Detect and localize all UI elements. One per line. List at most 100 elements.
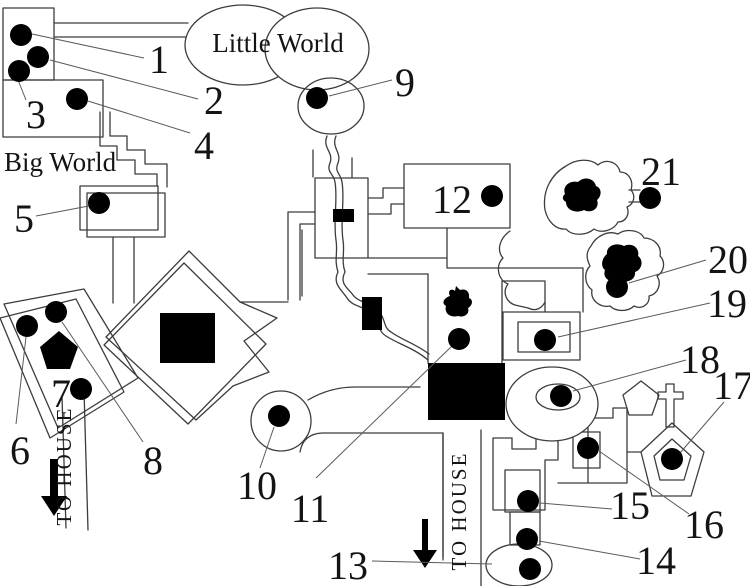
poi-dot-17	[661, 448, 683, 470]
leader-line-15	[539, 502, 613, 510]
diamond-room	[105, 250, 278, 421]
poi-label-6: 6	[10, 428, 30, 473]
poi-label-13: 13	[328, 543, 368, 586]
pond-9	[297, 77, 365, 135]
leader-line-3	[17, 79, 27, 101]
poi-dot-7	[70, 378, 92, 400]
poi-dot-9	[306, 87, 328, 109]
pentagon-feature	[40, 331, 78, 369]
poi-label-16: 16	[684, 502, 724, 547]
poi-dot-5	[88, 192, 110, 214]
poi-dot-8	[45, 301, 67, 323]
big-platform	[428, 363, 505, 420]
room-big-world	[2, 79, 104, 138]
leader-line-1	[31, 33, 145, 59]
oval-room-18-inner	[535, 383, 581, 411]
poi-dot-21	[639, 187, 661, 209]
leader-line-14	[538, 540, 641, 560]
poi-label-18: 18	[680, 337, 720, 382]
poi-label-11: 11	[291, 486, 330, 531]
exit-right-label: TO HOUSE	[447, 452, 471, 571]
dam-block	[362, 297, 382, 330]
river-bank-2	[334, 135, 430, 355]
corridor-to-house-left	[61, 389, 89, 531]
map-solid-features	[40, 178, 642, 568]
poi-dot-20	[606, 276, 628, 298]
island-21	[543, 159, 635, 235]
river-bank-1	[325, 135, 429, 361]
small-pentagon	[622, 380, 660, 416]
region-label-little-world: Little World	[212, 28, 344, 58]
lobe-corridor	[307, 386, 421, 401]
room-14	[509, 511, 541, 546]
poi-label-20: 20	[708, 237, 748, 282]
grave-cross	[657, 383, 684, 428]
corridor-below-5	[112, 236, 135, 304]
poi-label-5: 5	[14, 196, 34, 241]
poi-label-1: 1	[149, 37, 169, 82]
poi-dot-12	[481, 185, 503, 207]
room-12	[403, 163, 511, 229]
connector-lake	[497, 230, 546, 311]
poi-label-9: 9	[395, 60, 415, 105]
pentagon-17-inner	[653, 438, 692, 481]
poi-label-3: 3	[26, 92, 46, 137]
pentagon-17-outer	[640, 422, 705, 497]
poi-label-19: 19	[707, 281, 747, 326]
region-label-big-world: Big World	[4, 147, 117, 177]
poi-label-7: 7	[51, 371, 71, 416]
room-16-box	[572, 431, 601, 469]
leader-line-10	[259, 426, 275, 469]
room-central	[427, 273, 503, 364]
poi-dot-6	[16, 315, 38, 337]
down-arrow-right	[413, 519, 437, 568]
map-walls	[0, 7, 642, 586]
oval-room-18	[505, 366, 599, 442]
leader-line-20	[628, 259, 707, 284]
room-19-inner	[517, 321, 571, 353]
poi-dot-15	[517, 490, 539, 512]
room-5-inner	[86, 192, 166, 238]
exit-left-label: TO HOUSE	[52, 407, 76, 526]
stub-above-room	[312, 149, 353, 178]
poi-dot-3	[8, 60, 30, 82]
bridge-block	[333, 209, 354, 222]
leader-line-16	[598, 450, 690, 515]
leader-line-5	[35, 204, 95, 217]
link-16-17	[557, 451, 642, 484]
poi-label-14: 14	[636, 538, 676, 583]
poi-label-8: 8	[143, 438, 163, 483]
poi-dot-19	[534, 329, 556, 351]
poi-dot-2	[27, 46, 49, 68]
poi-dot-4	[66, 88, 88, 110]
corridor-to-house-right	[442, 429, 482, 586]
leader-line-18	[572, 359, 687, 392]
poi-label-17: 17	[713, 363, 750, 408]
island-20	[585, 229, 665, 312]
splotch-island-21	[562, 178, 601, 212]
leader-line-19	[557, 302, 711, 338]
creature-blob	[443, 286, 472, 317]
poi-label-12: 12	[432, 177, 472, 222]
poi-dot-1	[10, 24, 32, 46]
poi-label-15: 15	[610, 483, 650, 528]
oval-room-13	[485, 543, 553, 586]
leader-line-8	[61, 321, 144, 443]
steps-2	[109, 111, 168, 188]
poi-label-4: 4	[194, 123, 214, 168]
leader-line-13	[371, 560, 493, 565]
corridor-diamond-east	[239, 211, 316, 303]
steps-to-12	[367, 187, 405, 215]
leader-line-4	[87, 100, 191, 134]
poi-dot-13	[519, 558, 541, 580]
leader-line-17	[679, 401, 725, 454]
room-19-outer	[502, 311, 581, 361]
room-5-outer	[79, 185, 159, 231]
poi-dot-18	[550, 385, 572, 407]
poi-dot-10	[268, 405, 290, 427]
diamond-platform	[160, 313, 215, 363]
down-arrow-left	[41, 459, 67, 516]
poi-label-10: 10	[237, 463, 277, 508]
